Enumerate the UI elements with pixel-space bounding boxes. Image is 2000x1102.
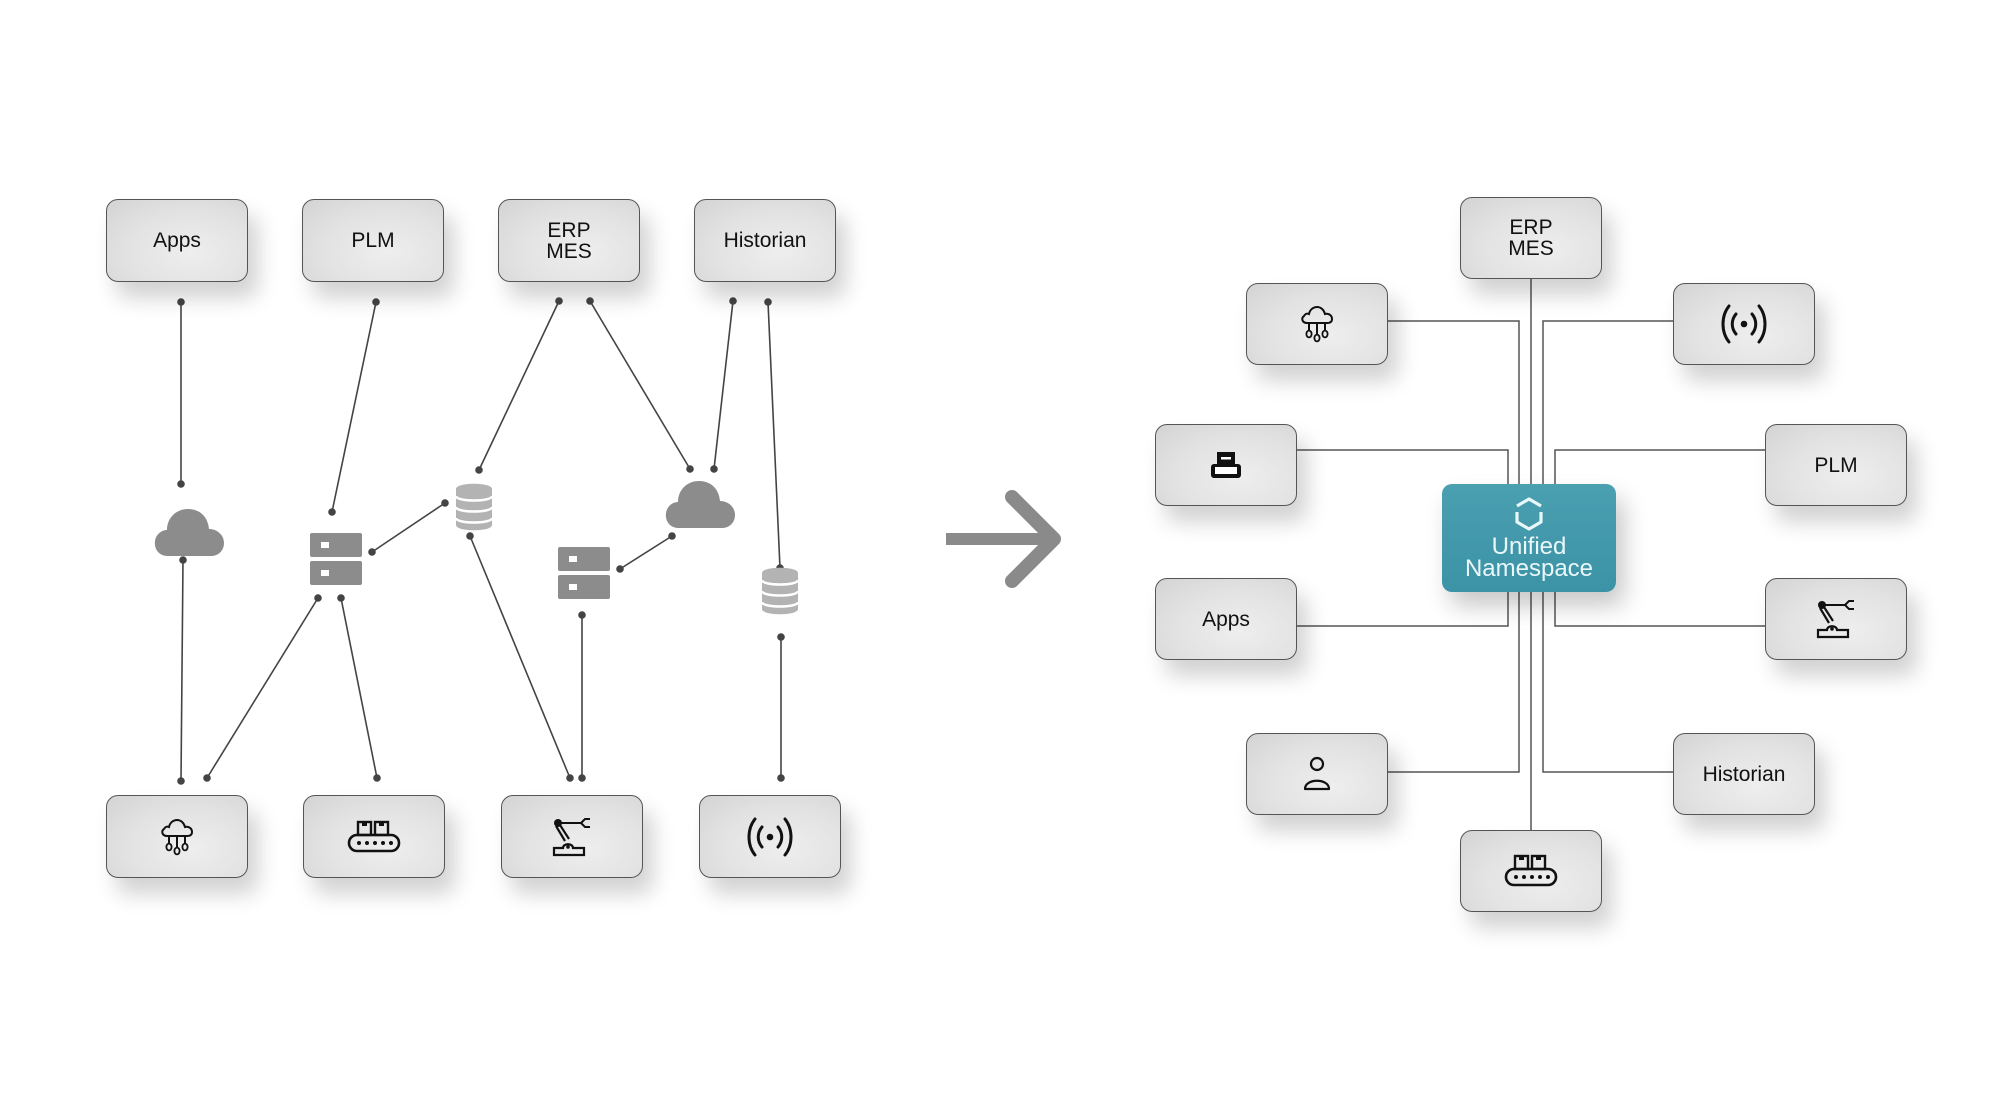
connection-dot (177, 777, 185, 785)
after-node-conveyor[interactable] (1460, 830, 1602, 912)
database-icon (455, 483, 493, 531)
connection-line (1386, 320, 1520, 484)
connection-dot (475, 466, 483, 474)
after-node-printer[interactable] (1155, 424, 1297, 506)
connection-line (469, 535, 571, 779)
person-icon (1303, 756, 1331, 791)
after-node-person[interactable] (1246, 733, 1388, 815)
connection-line (619, 535, 673, 570)
before-node-cloud-network[interactable] (106, 795, 248, 878)
hub-label: Unified Namespace (1464, 533, 1594, 582)
printer-icon (1211, 452, 1241, 478)
connection-dot (729, 297, 737, 305)
node-label: Historian (723, 229, 807, 252)
connection-dot (668, 532, 676, 540)
connection-line (1542, 320, 1673, 484)
before-node-robot-arm[interactable] (501, 795, 643, 878)
server-icon (310, 533, 362, 585)
connection-line (478, 300, 560, 471)
connection-dot (578, 774, 586, 782)
connection-line (1554, 449, 1765, 484)
connection-dot (764, 298, 772, 306)
connection-line (589, 300, 691, 470)
before-node-plm[interactable]: PLM (302, 199, 444, 282)
node-label: ERP MES (1508, 216, 1554, 260)
connection-dot (710, 465, 718, 473)
broadcast-signal-icon (747, 817, 793, 856)
database-icon (761, 567, 799, 615)
before-node-broadcast[interactable] (699, 795, 841, 878)
before-node-apps[interactable]: Apps (106, 199, 248, 282)
hexagon-icon (1515, 497, 1543, 531)
connection-dot (314, 594, 322, 602)
before-node-historian[interactable]: Historian (694, 199, 836, 282)
connection-line (1295, 592, 1509, 627)
connection-line (331, 301, 377, 513)
connection-line (713, 300, 734, 470)
after-node-plm[interactable]: PLM (1765, 424, 1907, 506)
connection-dot (578, 611, 586, 619)
connection-line (371, 502, 446, 553)
connection-line (340, 597, 378, 779)
after-node-apps[interactable]: Apps (1155, 578, 1297, 660)
connection-dot (616, 565, 624, 573)
node-label: PLM (351, 229, 395, 252)
node-label: Historian (1702, 762, 1786, 786)
connection-dot (373, 774, 381, 782)
connection-dot (328, 508, 336, 516)
node-label: Apps (153, 229, 201, 252)
connection-dot (203, 774, 211, 782)
connection-line (180, 559, 184, 782)
after-node-broadcast[interactable] (1673, 283, 1815, 365)
node-label: PLM (1814, 453, 1858, 477)
cloud-icon (154, 509, 224, 556)
server-icon (558, 547, 610, 599)
broadcast-signal-icon (1721, 304, 1767, 344)
after-node-historian[interactable]: Historian (1673, 733, 1815, 815)
after-node-cloud-network[interactable] (1246, 283, 1388, 365)
connection-dot (586, 297, 594, 305)
robot-arm-icon (552, 817, 590, 856)
cloud-icon (665, 481, 735, 528)
connection-dot (337, 594, 345, 602)
connection-dot (177, 480, 185, 488)
cloud-network-icon (1301, 305, 1334, 343)
connection-dot (555, 297, 563, 305)
before-node-erp-mes[interactable]: ERP MES (498, 199, 640, 282)
connection-line (1542, 592, 1673, 773)
connection-line (206, 597, 319, 779)
connection-dot (466, 532, 474, 540)
connection-dot (177, 298, 185, 306)
node-label: ERP MES (546, 218, 592, 263)
after-node-erp-mes[interactable]: ERP MES (1460, 197, 1602, 279)
cloud-network-icon (161, 818, 194, 855)
connection-line (1554, 592, 1765, 627)
connection-dot (566, 774, 574, 782)
connection-dot (441, 499, 449, 507)
robot-arm-icon (1816, 600, 1854, 639)
connection-dot (179, 556, 187, 564)
connection-dot (368, 548, 376, 556)
connection-line (1295, 449, 1509, 484)
connection-dot (686, 465, 694, 473)
connection-line (1386, 592, 1520, 773)
connection-line (767, 301, 781, 569)
before-node-conveyor[interactable] (303, 795, 445, 878)
node-label: Apps (1202, 607, 1250, 631)
connection-dot (372, 298, 380, 306)
conveyor-belt-icon (1504, 854, 1558, 887)
unified-namespace-hub[interactable]: Unified Namespace (1442, 484, 1616, 592)
connection-dot (777, 633, 785, 641)
arrow-right-icon (946, 490, 1061, 588)
connection-dot (777, 774, 785, 782)
after-node-robot-arm[interactable] (1765, 578, 1907, 660)
conveyor-belt-icon (347, 820, 401, 852)
